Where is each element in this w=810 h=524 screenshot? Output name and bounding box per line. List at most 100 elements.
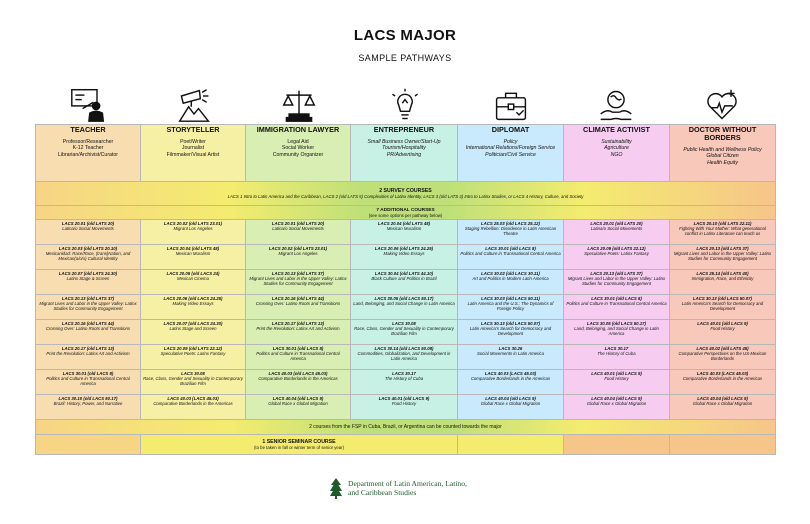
course-title: Food History [391,401,417,406]
course-title: Race, Class, Gender and Sexuality in Con… [354,326,454,336]
course-cell: LACS 20.04 (old LATS 48)Mexican Muralism [140,244,246,270]
course-title: Mexican Cinema [176,276,209,281]
course-title: Staging Rebellion: Dissidence in Latin A… [464,226,557,236]
course-code: LACS 40.04 (old LACS 9) [697,396,748,401]
course-row: LACS 30.01 (old LACS 8)Politics and Cult… [35,369,776,395]
career-role: Policy [503,139,518,145]
course-cell: LACS 20.16 (old LATS 44)Crossing Over: L… [35,319,141,345]
course-title: Print the Revolution: Latinx Art and Act… [256,326,340,331]
career-name: TEACHER [70,125,106,134]
course-cell: LACS 40.01 (old LACS 9)Food History [669,319,776,345]
course-cell: LACS 40.03 (LACS 45.03)Comparative Borde… [669,369,776,395]
page-title: LACS MAJOR [353,27,457,44]
career-role: Journalist [181,145,205,152]
course-cell: LACS 30.01 (old LACS 8)Politics and Cult… [563,294,670,320]
course-code: LACS 30.05 (old LACS 50.17) [587,321,646,326]
course-title: Latinx Stage & Screen [66,276,110,281]
course-cell: LACS 40.04 (old LACS 9)Global Race x Glo… [563,394,670,420]
course-cell: LACS 30.13 (old LACS 50.07)Latin America… [457,319,564,345]
course-code: LACS 20.09 (old LATS 22.12) [587,246,646,251]
course-title: Global Race x Global Migration [268,401,328,406]
course-cell: LACS 40.03 (old LACS 45.03)Comparative B… [245,369,351,395]
course-code: LACS 30.17 [392,371,416,376]
career-role: Community Organizer [272,151,324,158]
course-title: Food History [604,376,629,381]
career-icons [35,86,775,124]
course-code: LACS 30.08 [392,321,416,326]
course-code: LACS 30.26 [498,346,523,351]
course-code: LACS 30.05 (old LACS 50.17) [374,296,434,301]
course-cell: LACS 20.09 (old LATS 22.12)Speculative P… [140,344,246,370]
course-title: Fighting With Your Mother: What generati… [679,226,766,236]
course-code: LACS 20.04 (old LATS 48) [166,246,220,251]
course-code: LACS 40.03 (old LACS 45.03) [268,371,328,376]
course-cell: LACS 30.13 (old LACS 50.07)Latin America… [669,294,776,320]
course-title: Latina/o Social Movements [272,226,324,231]
dartmouth-pine-icon [330,478,342,499]
course-code: LACS 20.17 (old LATS 13) [61,346,115,351]
course-cell: LACS 20.16 (old LATS 44)Crossing Over: L… [245,294,351,320]
course-code: LACS 25.03 (old LACS 25.12) [481,221,540,226]
course-title: Comparative Borderlands in the Americas [258,376,338,381]
additional-title: 7 ADDITIONAL COURSES [376,207,435,213]
career-role: Librarian/Archivist/Curator [58,151,118,158]
course-title: Latin America and the U.S.: The Dynamics… [467,301,554,311]
course-title: Crossing Over: Latino Roots and Transiti… [45,326,131,331]
additional-note: (see some options per pathway below) [368,212,443,218]
course-cell: LACS 25.03 (old LACS 25.12)Staging Rebel… [457,219,564,245]
career-role: Sustainability [601,139,632,145]
senior-cell-mid [457,434,564,455]
fsp-row: 2 courses from the FSP in Cuba, Brazil, … [35,419,776,435]
additional-courses-band: 7 ADDITIONAL COURSES (see some options p… [35,205,776,220]
course-title: Immigration, Race, and Ethnicity [691,276,754,281]
survey-row: 2 SURVEY COURSES LACS 1 Intro to Latin A… [35,181,776,206]
career-role: Small Business Owner/Start-Up [367,139,441,145]
course-code: LACS 40.04 (old LACS 9) [485,396,536,401]
course-title: Comparative Borderlands in the Americas [682,376,763,381]
climate-activist-icon [564,86,670,124]
course-cell: LACS 40.04 (old LACS 9)Global Race x Glo… [669,394,776,420]
course-title: Print the Revolution: Latinx Art and Act… [46,351,130,356]
course-cell: LACS 20.13 (old LATS 37)Migrant Lives an… [35,294,141,320]
course-title: Global Race x Global Migration [480,401,541,406]
course-cell: LACS 20.05 (old LACS 24)Mexican Cinema [140,269,246,295]
course-title: Land, Belonging, and Social Change in La… [353,301,455,306]
course-title: Mexicanidad: Race/Race, (trans)Nation, a… [45,251,131,261]
fsp-band: 2 courses from the FSP in Cuba, Brazil, … [35,419,776,435]
immigration-lawyer-icon [246,86,352,124]
course-cell: LACS 20.07 (old LACS 24.30)Latinx Stage … [140,319,246,345]
course-title: Migrant Lives and Labor in the Upper Val… [673,251,772,261]
course-title: Art and Politics in Modern Latin America [472,276,549,281]
career-role: Agriculture [604,145,629,152]
course-title: Mexican Muralism [386,226,422,231]
senior-seminar-band: 1 SENIOR SEMINAR COURSE (to be taken in … [140,434,458,455]
course-title: Global Race x Global Migration [692,401,753,406]
survey-title: 2 SURVEY COURSES [379,188,432,194]
career-role: Politician/Civil Service [485,151,536,158]
career-role: Public Health and Wellness Policy [683,147,762,153]
course-title: The History of Cuba [597,351,636,356]
course-row: LACS 20.07 (old LATS 24.30)Latinx Stage … [35,269,776,295]
career-name: DIPLOMAT [491,125,530,134]
career-role: Legal Aid [287,139,309,145]
course-title: Speculative Poets: Latinx Fantasy [584,251,649,256]
course-code: LACS 30.02 (old LACS 30.11) [481,271,540,276]
course-code: LACS 20.16 (old LATS 44) [61,321,115,326]
course-title: Politics and Culture in Transnational Ce… [566,301,667,306]
career-role: Health Equity [707,159,738,166]
course-cell: LACS 20.06 (old LATS 24.25)Making Video … [350,244,458,270]
course-cell: LACS 30.01 (old LACS 8)Politics and Cult… [457,244,564,270]
course-rows: LACS 20.01 (old LATS 20)Latina/o Social … [35,219,776,420]
pathways-table: TEACHER Professor/Researcher K-12 Teache… [35,124,776,455]
course-row: LACS 20.01 (old LATS 20)Latina/o Social … [35,219,776,245]
career-header-row: TEACHER Professor/Researcher K-12 Teache… [35,124,776,182]
course-title: Politics and Culture in Transnational Ce… [46,376,130,386]
course-row: LACS 20.03 (old LATS 20.10)Mexicanidad: … [35,244,776,270]
course-cell: LACS 20.01 (old LATS 20)Latina/o Social … [245,219,351,245]
course-title: Land, Belonging, and Social Change in La… [574,326,659,336]
course-title: Latin America's Search for Democracy and… [681,301,764,311]
senior-note: (to be taken in fall or winter term of s… [253,445,345,450]
course-cell: LACS 40.04 (old LACS 9)Global Race x Glo… [245,394,351,420]
course-code: LACS 20.10 (old LATS 22.11) [693,221,752,226]
